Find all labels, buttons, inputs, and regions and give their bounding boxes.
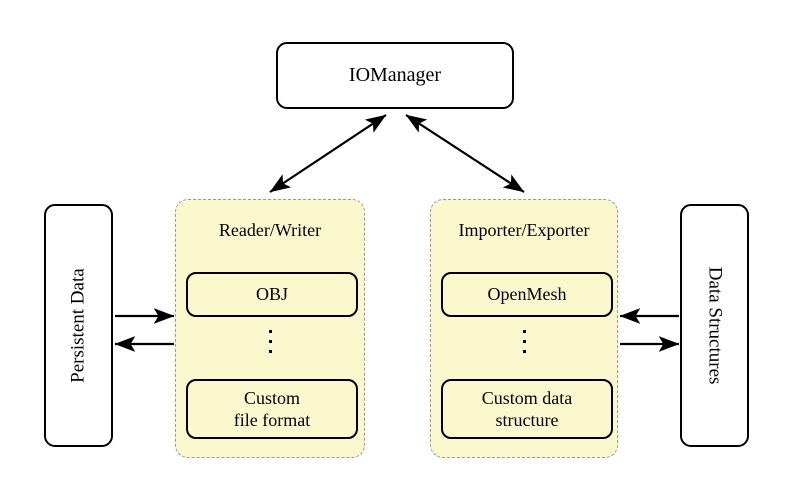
data-structures-label: Data Structures (704, 266, 726, 385)
custom-data-structure-line-1: Custom data (481, 387, 573, 408)
custom-file-format-line-1: Custom (243, 387, 300, 408)
importer-exporter-item-openmesh[interactable]: OpenMesh (441, 272, 613, 317)
persistent-data-label: Persistent Data (67, 268, 89, 383)
importer-exporter-item-custom-data-structure-label: Custom data structure (482, 387, 573, 432)
persistent-data-node[interactable]: Persistent Data (44, 204, 113, 447)
importer-exporter-item-openmesh-label: OpenMesh (487, 284, 567, 305)
io-manager-node[interactable]: IOManager (276, 42, 514, 109)
data-structures-node[interactable]: Data Structures (680, 204, 749, 447)
reader-writer-ellipsis-icon (176, 330, 364, 353)
reader-writer-group-title: Reader/Writer (218, 220, 322, 240)
reader-writer-item-custom-file-format-label: Custom file format (234, 387, 310, 432)
io-manager-label: IOManager (348, 64, 442, 87)
importer-exporter-group-title: Importer/Exporter (458, 220, 590, 240)
reader-writer-item-obj-label: OBJ (255, 284, 288, 305)
reader-writer-item-obj[interactable]: OBJ (186, 272, 358, 317)
importer-exporter-ellipsis-icon (431, 330, 617, 353)
reader-writer-group[interactable]: Reader/Writer OBJ Custom file format (175, 199, 365, 458)
reader-writer-item-custom-file-format[interactable]: Custom file format (186, 379, 358, 439)
arrow-manager-importer-exporter (405, 114, 525, 193)
custom-file-format-line-2: file format (233, 410, 311, 430)
arrow-manager-reader-writer (269, 114, 387, 193)
importer-exporter-item-custom-data-structure[interactable]: Custom data structure (441, 379, 613, 439)
custom-data-structure-line-2: structure (495, 410, 559, 430)
importer-exporter-group[interactable]: Importer/Exporter OpenMesh Custom data s… (430, 199, 618, 458)
